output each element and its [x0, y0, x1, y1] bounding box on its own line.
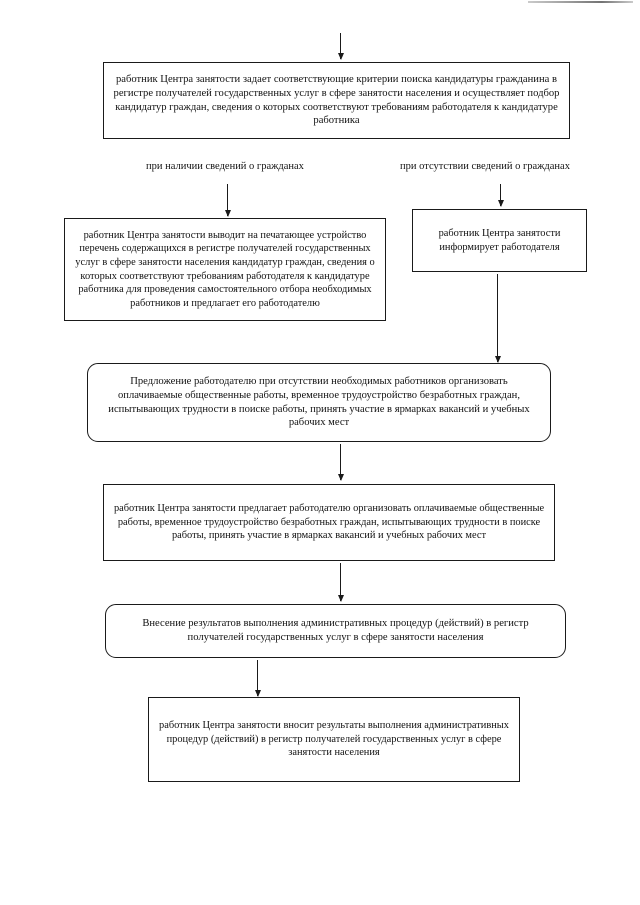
- arrow-into-node-1: [340, 33, 341, 59]
- edge-label-right-text: при отсутствии сведений о гражданах: [400, 161, 570, 172]
- node-3-text: Предложение работодателю при отсутствии …: [108, 375, 530, 429]
- arrow-node-5-to-node-6: [257, 660, 258, 696]
- arrow-node-4-to-node-5: [340, 563, 341, 601]
- node-2-right-text: работник Центра занятости информирует ра…: [438, 227, 561, 253]
- arrow-node-1-to-node-2-right: [500, 184, 501, 206]
- node-4-text: работник Центра занятости предлагает раб…: [113, 503, 545, 542]
- decision-node-offer-to-employer: Предложение работодателю при отсутствии …: [87, 363, 551, 442]
- process-node-search-criteria: работник Центра занятости задает соответ…: [103, 62, 570, 139]
- process-node-propose-public-works: работник Центра занятости предлагает раб…: [103, 484, 555, 561]
- arrow-node-2-right-to-node-3: [497, 274, 498, 362]
- result-node-record-results: Внесение результатов выполнения админист…: [105, 604, 566, 658]
- scan-artifact: [528, 1, 633, 3]
- node-2-left-text: работник Центра занятости выводит на печ…: [75, 229, 375, 309]
- arrow-node-1-to-node-2-left: [227, 184, 228, 216]
- process-node-inform-employer: работник Центра занятости информирует ра…: [412, 209, 587, 272]
- arrow-node-3-to-node-4: [340, 444, 341, 480]
- process-node-enter-results-into-register: работник Центра занятости вносит результ…: [148, 697, 520, 782]
- edge-label-information-absent: при отсутствии сведений о гражданах: [400, 161, 570, 174]
- process-node-print-candidate-list: работник Центра занятости выводит на печ…: [64, 218, 386, 321]
- edge-label-information-available: при наличии сведений о гражданах: [146, 161, 304, 174]
- node-5-text: Внесение результатов выполнения админист…: [142, 618, 529, 643]
- node-6-text: работник Центра занятости вносит результ…: [159, 720, 509, 759]
- edge-label-left-text: при наличии сведений о гражданах: [146, 161, 304, 172]
- node-1-text: работник Центра занятости задает соответ…: [113, 73, 560, 127]
